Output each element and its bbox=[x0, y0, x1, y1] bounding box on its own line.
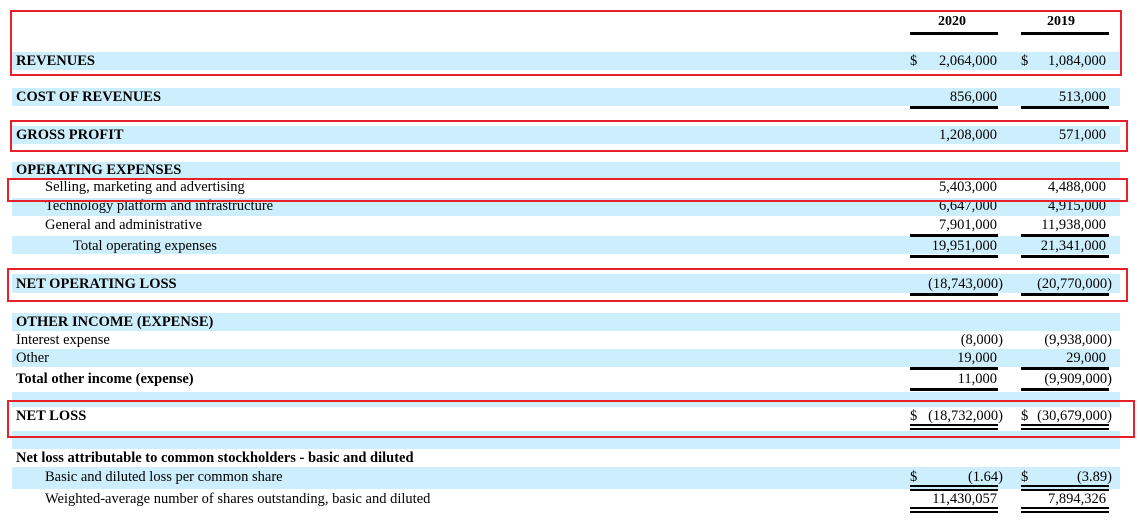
row-band bbox=[12, 467, 1120, 489]
total-underline bbox=[1021, 507, 1109, 513]
row-label: Total other income (expense) bbox=[16, 371, 194, 387]
value-2020: 7,901,000 bbox=[939, 217, 997, 233]
value-2019: (20,770,000) bbox=[1037, 276, 1112, 292]
total-underline bbox=[910, 293, 998, 296]
value-2020: (1.64) bbox=[967, 469, 1003, 485]
total-underline bbox=[910, 367, 998, 370]
value-2019: (9,909,000) bbox=[1044, 371, 1112, 387]
row-label: Net loss attributable to common stockhol… bbox=[16, 450, 414, 466]
value-2019: 7,894,326 bbox=[1048, 491, 1106, 507]
currency-symbol: $ bbox=[1021, 53, 1029, 69]
row-label: Other bbox=[16, 350, 50, 366]
row-label: Technology platform and infrastructure bbox=[45, 198, 274, 214]
row-band bbox=[12, 274, 1120, 293]
total-underline bbox=[1021, 388, 1109, 391]
row-band bbox=[12, 162, 1120, 179]
row-label: GROSS PROFIT bbox=[16, 127, 124, 143]
value-2019: (30,679,000) bbox=[1037, 408, 1112, 424]
row-label: NET OPERATING LOSS bbox=[16, 276, 177, 292]
row-label: Total operating expenses bbox=[73, 238, 217, 254]
value-2020: 19,951,000 bbox=[931, 238, 997, 254]
value-2020: 1,208,000 bbox=[939, 127, 997, 143]
header-underline bbox=[1021, 32, 1109, 35]
total-underline bbox=[1021, 367, 1109, 370]
currency-symbol: $ bbox=[910, 469, 918, 485]
row-label: REVENUES bbox=[16, 53, 95, 69]
value-2020: 11,430,057 bbox=[932, 491, 997, 507]
value-2020: 5,403,000 bbox=[939, 179, 997, 195]
value-2020: (18,743,000) bbox=[928, 276, 1003, 292]
highlight-box-net-operating-loss bbox=[7, 268, 1128, 302]
total-underline bbox=[1021, 293, 1109, 296]
value-2019: 11,938,000 bbox=[1041, 217, 1106, 233]
row-label: Interest expense bbox=[16, 332, 110, 348]
highlight-box-revenues bbox=[10, 10, 1122, 76]
row-band bbox=[12, 313, 1120, 331]
row-label: Selling, marketing and advertising bbox=[45, 179, 245, 195]
value-2019: (3.89) bbox=[1076, 469, 1112, 485]
row-label: General and administrative bbox=[45, 217, 203, 233]
year-header-2019: 2019 bbox=[1047, 14, 1075, 29]
year-header-2020: 2020 bbox=[938, 14, 966, 29]
row-label: OPERATING EXPENSES bbox=[16, 162, 182, 178]
value-2020: 6,647,000 bbox=[939, 198, 997, 214]
row-band bbox=[12, 88, 1120, 106]
value-2019: 4,915,000 bbox=[1048, 198, 1106, 214]
highlight-box-selling bbox=[7, 178, 1128, 202]
total-underline bbox=[1021, 255, 1109, 258]
row-band bbox=[12, 52, 1120, 70]
total-underline bbox=[1021, 424, 1109, 430]
currency-symbol: $ bbox=[910, 408, 918, 424]
row-band bbox=[12, 198, 1120, 216]
total-underline bbox=[910, 507, 998, 513]
value-2020: 11,000 bbox=[957, 371, 997, 387]
row-band bbox=[12, 349, 1120, 367]
value-2020: 19,000 bbox=[957, 350, 997, 366]
header-underline bbox=[910, 32, 998, 35]
currency-symbol: $ bbox=[910, 53, 918, 69]
value-2019: 513,000 bbox=[1058, 89, 1106, 105]
total-underline bbox=[1021, 485, 1109, 491]
total-underline bbox=[910, 106, 998, 109]
total-underline bbox=[910, 255, 998, 258]
value-2020: (18,732,000) bbox=[928, 408, 1003, 424]
total-underline bbox=[1021, 234, 1109, 237]
row-label: OTHER INCOME (EXPENSE) bbox=[16, 314, 214, 330]
currency-symbol: $ bbox=[1021, 408, 1029, 424]
highlight-box-net-loss bbox=[7, 400, 1135, 438]
row-label: Weighted-average number of shares outsta… bbox=[45, 491, 431, 507]
row-band bbox=[12, 236, 1120, 254]
value-2019: (9,938,000) bbox=[1044, 332, 1112, 348]
value-2020: 856,000 bbox=[949, 89, 997, 105]
highlight-box-gross-profit bbox=[10, 120, 1128, 152]
total-underline bbox=[910, 485, 998, 491]
row-band bbox=[12, 392, 1120, 407]
value-2020: 2,064,000 bbox=[939, 53, 997, 69]
value-2019: 21,341,000 bbox=[1040, 238, 1106, 254]
row-band bbox=[12, 431, 1120, 449]
row-band bbox=[12, 126, 1120, 144]
value-2019: 29,000 bbox=[1066, 350, 1106, 366]
total-underline bbox=[1021, 106, 1109, 109]
row-label: NET LOSS bbox=[16, 408, 87, 424]
row-label: Basic and diluted loss per common share bbox=[45, 469, 283, 485]
value-2019: 4,488,000 bbox=[1048, 179, 1106, 195]
value-2019: 1,084,000 bbox=[1048, 53, 1106, 69]
total-underline bbox=[910, 234, 998, 237]
total-underline bbox=[910, 388, 998, 391]
total-underline bbox=[910, 424, 998, 430]
row-label: COST OF REVENUES bbox=[16, 89, 162, 105]
value-2020: (8,000) bbox=[960, 332, 1003, 348]
currency-symbol: $ bbox=[1021, 469, 1029, 485]
value-2019: 571,000 bbox=[1058, 127, 1106, 143]
